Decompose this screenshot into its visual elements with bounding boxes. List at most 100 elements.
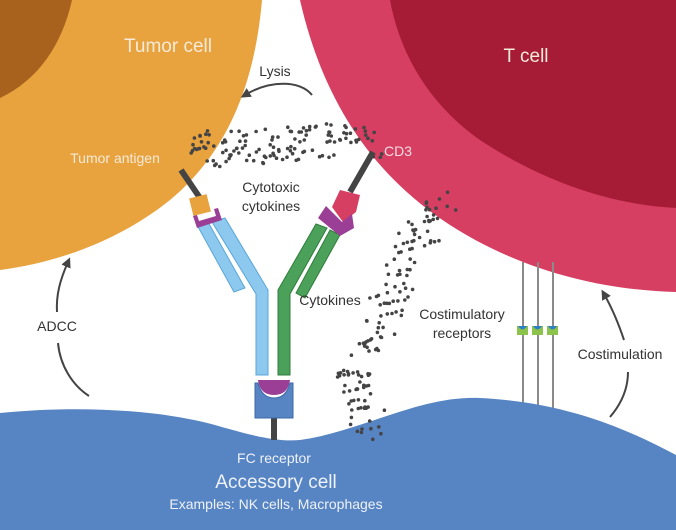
cytokine-dot — [221, 150, 225, 155]
cytokine-dot — [344, 136, 348, 141]
tumor-cell-nucleus — [0, 0, 72, 98]
t-cell-label: T cell — [503, 46, 548, 67]
cd3-antigen — [332, 190, 360, 222]
cytokine-dot — [264, 155, 268, 160]
cytokine-dot — [263, 127, 268, 132]
cytokine-dot — [357, 341, 362, 346]
cytokine-dot — [350, 408, 354, 412]
costimulation-arrow-up — [601, 289, 625, 341]
cytokine-dot — [376, 348, 381, 353]
cytokine-dot — [243, 143, 247, 148]
cytokine-dot — [332, 153, 336, 157]
cytokine-dot — [363, 129, 368, 133]
cytokine-dot — [304, 133, 309, 137]
cytokine-dot — [224, 148, 228, 153]
cytokine-dot — [445, 190, 450, 195]
cytokine-dot — [361, 385, 366, 390]
cytokine-dot — [338, 137, 342, 142]
cytokine-dot — [324, 122, 329, 126]
cytokine-dot — [257, 147, 261, 152]
fc-receptor-icon — [254, 382, 294, 419]
cytokine-dot — [223, 140, 228, 144]
cytokine-dot — [294, 158, 299, 163]
cytokine-dot — [405, 267, 410, 272]
cytokine-dot — [445, 204, 450, 209]
cytokine-dot — [366, 339, 370, 343]
cytokine-dot — [214, 162, 218, 166]
cytokine-dot — [378, 335, 383, 339]
cytokine-dot — [205, 159, 209, 163]
t-cell — [300, 0, 676, 292]
cytokine-dot — [369, 337, 374, 341]
cytokine-dot — [232, 149, 236, 153]
cytokine-dot — [355, 370, 360, 374]
tumor-cell-membrane — [0, 0, 262, 270]
cytokine-dot — [338, 371, 343, 375]
cytokine-dot — [405, 273, 409, 278]
cytokine-dot — [406, 295, 410, 299]
cytokine-dot — [362, 125, 366, 130]
cytokine-dot — [384, 263, 389, 267]
cytokine-dot — [363, 398, 367, 403]
antibody-left-arm — [196, 217, 269, 376]
cytokine-dot — [280, 157, 285, 162]
cytokine-dot — [365, 345, 369, 350]
cytokine-dot — [392, 332, 397, 337]
cytokine-dot — [401, 241, 406, 246]
cytokine-dot — [348, 131, 353, 135]
cytokine-dot — [355, 387, 360, 391]
cytotoxic-cytokines-label-line1: Cytotoxic — [242, 179, 300, 195]
cytokine-dot — [385, 290, 390, 295]
cytokine-dot — [410, 246, 414, 251]
cytokine-dot — [276, 135, 280, 139]
tumor-antigen-stalk — [178, 168, 203, 200]
costimulation-label: Costimulation — [578, 346, 663, 362]
cytokine-dot — [220, 140, 225, 145]
cytokine-dot — [349, 140, 353, 145]
costimulation-arrow-tail — [609, 371, 629, 418]
cytokine-dot — [397, 231, 401, 236]
cytokine-dot — [437, 197, 442, 201]
cytokine-dot — [386, 272, 391, 277]
cytokine-dot — [453, 208, 458, 212]
tumor-antigen-box — [189, 194, 211, 216]
cytokine-dot — [254, 129, 258, 134]
cytokine-dot — [367, 419, 372, 423]
cytokine-dot — [394, 310, 398, 314]
cytokine-dot — [437, 238, 441, 243]
cytokines-label: Cytokines — [299, 292, 360, 308]
cytokine-dot — [191, 142, 195, 147]
cytokine-dot — [385, 312, 390, 316]
cytokine-dot — [367, 372, 372, 376]
costimulatory-receptors-label-line2: receptors — [433, 325, 491, 341]
cytokine-dot — [378, 155, 383, 160]
fc-receptor-label: FC receptor — [237, 450, 311, 466]
antibody-right-arm — [277, 223, 341, 376]
cytokine-dot — [359, 374, 364, 379]
cytokine-dot — [286, 125, 290, 129]
cytokine-dot — [268, 143, 273, 147]
cytokine-dot — [229, 153, 233, 157]
cytokine-dot — [268, 154, 273, 158]
cytokine-dot — [204, 132, 208, 136]
cytokine-dot — [372, 130, 377, 135]
cytokine-dot — [247, 153, 252, 157]
cytokine-dot — [371, 437, 375, 442]
cytokine-dot — [382, 408, 387, 413]
cytokine-dot — [288, 149, 293, 153]
cytokine-dot — [244, 158, 249, 163]
cytokine-dot — [376, 293, 381, 298]
cytokine-dot — [192, 136, 197, 140]
cytokine-dot — [356, 398, 361, 402]
fc-binding-domain — [258, 380, 290, 395]
cytokine-dot — [377, 321, 382, 325]
cytokine-dot — [364, 318, 369, 323]
cytokine-dot — [427, 219, 431, 224]
costimulatory-receptors — [517, 262, 558, 408]
cytokine-dot — [304, 128, 309, 133]
cytokine-dot — [227, 156, 231, 161]
cytokine-dot — [198, 133, 202, 138]
cytokine-dot — [422, 219, 427, 224]
cytokine-dot — [261, 160, 265, 165]
cytokine-dot — [301, 126, 306, 130]
